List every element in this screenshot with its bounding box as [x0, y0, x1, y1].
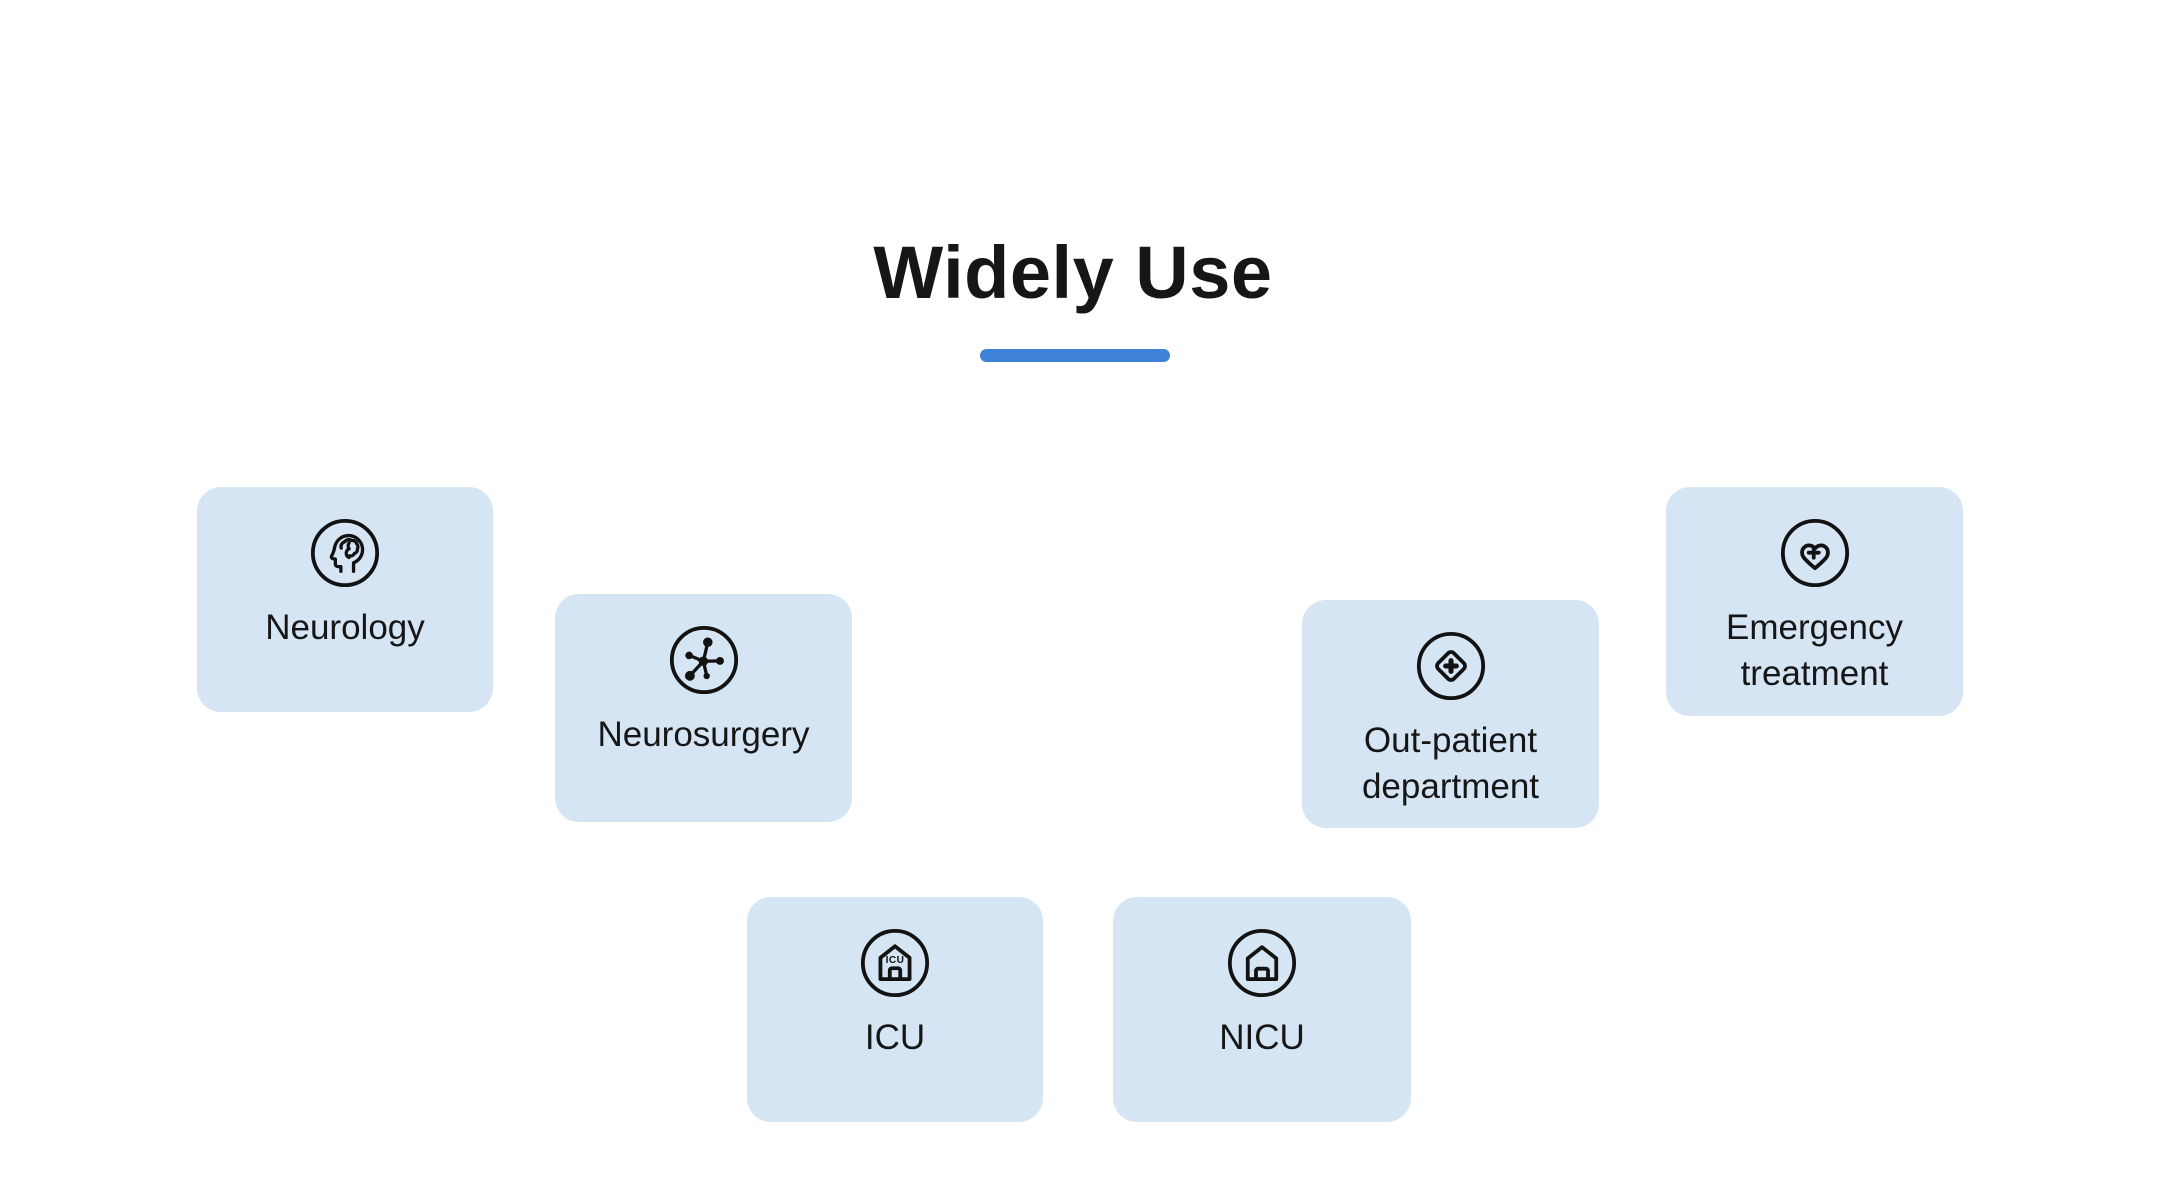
brain-head-icon — [307, 515, 383, 591]
page-title: Widely Use — [873, 231, 1273, 314]
card-label: Emergency treatment — [1725, 608, 1904, 694]
card-neurology: Neurology — [197, 487, 493, 712]
card-label: Neurosurgery — [597, 715, 810, 754]
icu-icon-text: ICU — [886, 955, 905, 966]
card-emergency-treatment: Emergency treatment — [1666, 487, 1963, 716]
card-outpatient-department: Out-patient department — [1302, 600, 1599, 828]
card-label: ICU — [864, 1018, 926, 1057]
house-icon — [1224, 925, 1300, 1001]
heart-cross-icon — [1777, 515, 1853, 591]
icu-building-icon: ICU — [857, 925, 933, 1001]
title-underline — [980, 349, 1170, 362]
card-nicu: NICU — [1113, 897, 1411, 1122]
neuron-icon — [666, 622, 742, 698]
card-icu: ICU ICU — [747, 897, 1043, 1122]
card-label: Neurology — [265, 608, 425, 647]
card-neurosurgery: Neurosurgery — [555, 594, 852, 822]
diamond-cross-icon — [1413, 628, 1489, 704]
card-label: NICU — [1219, 1018, 1305, 1057]
card-label: Out-patient department — [1361, 721, 1540, 807]
